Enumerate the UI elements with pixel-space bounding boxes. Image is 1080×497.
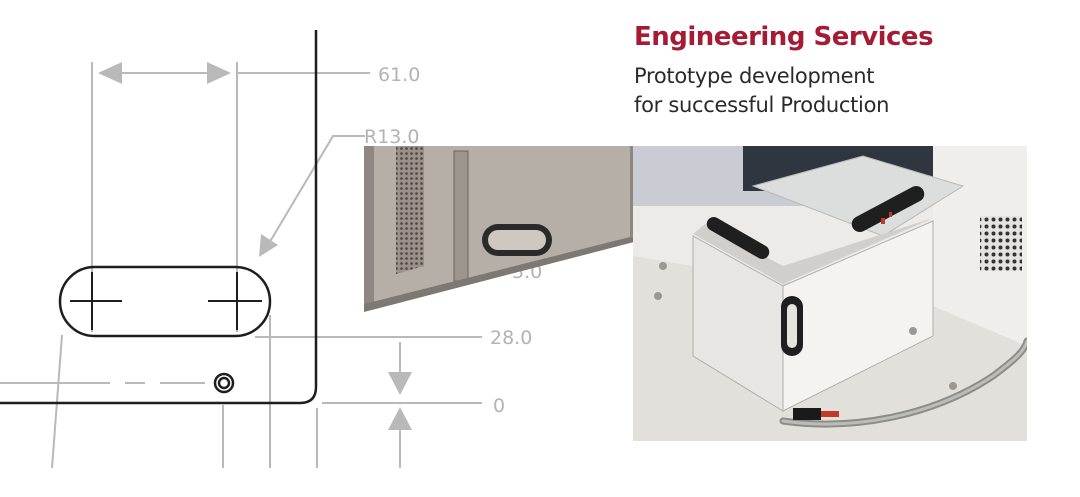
leader-line-r13 — [264, 135, 365, 251]
subheadline-line-2: for successful Production — [634, 93, 890, 117]
arrow-zero-up — [388, 407, 412, 430]
dimension-label-61: 61.0 — [378, 64, 421, 86]
extension-line-slot-left — [51, 334, 63, 469]
dimension-label-r13: R13.0 — [364, 126, 420, 148]
part-outline — [0, 30, 318, 405]
prototype-photo — [633, 146, 1027, 441]
slot-outline — [58, 265, 272, 338]
hole-inner — [217, 376, 231, 390]
dimension-label-28: 28.0 — [490, 327, 533, 349]
subheadline-line-1: Prototype development — [634, 64, 875, 88]
headline: Engineering Services — [634, 22, 934, 52]
prototype-enclosure-photo — [633, 146, 1027, 441]
arrow-zero-down — [388, 372, 412, 395]
arrow-left — [98, 62, 122, 84]
arrow-right — [207, 62, 231, 84]
hole-outer — [213, 372, 235, 394]
arrow-r13 — [259, 234, 278, 257]
dimension-label-0: 0 — [493, 395, 506, 417]
